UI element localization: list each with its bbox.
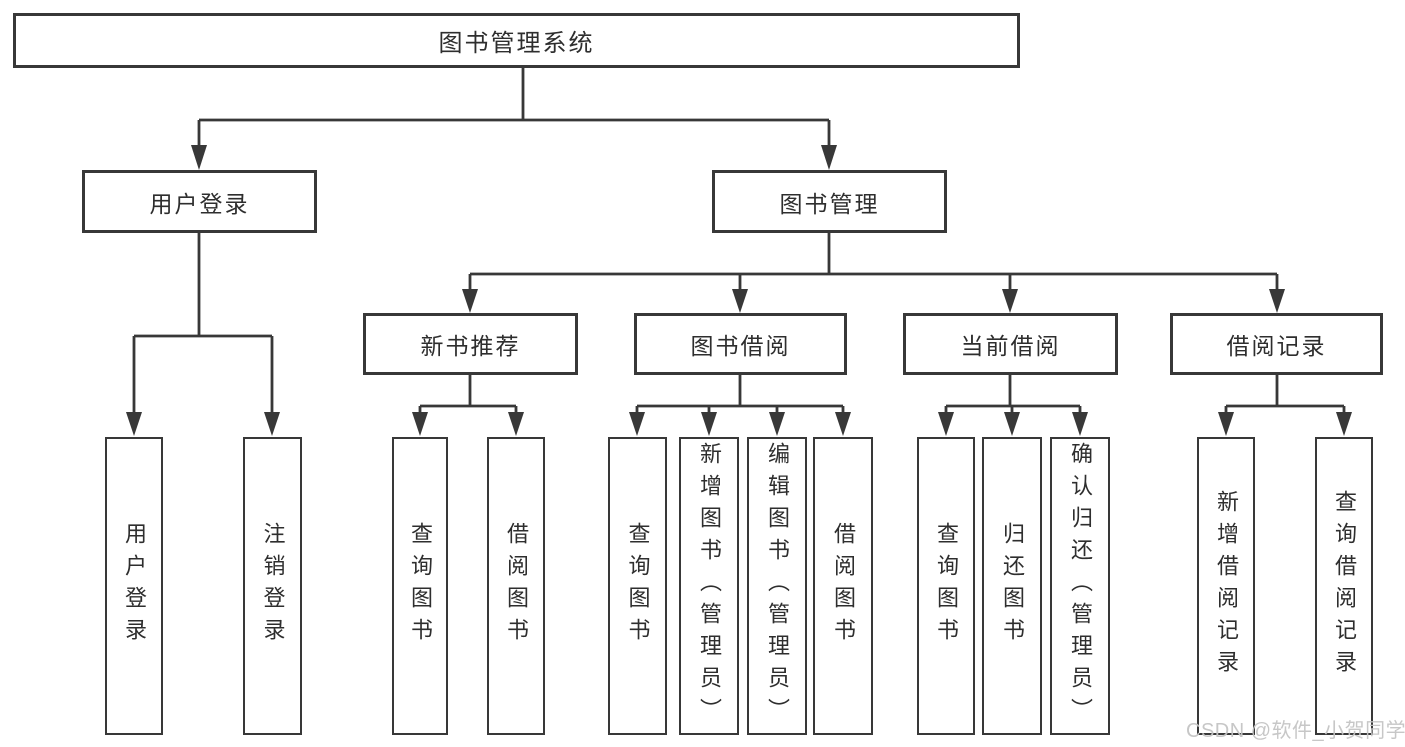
leaf-user-login: 用户登录 [105, 437, 163, 735]
leaf-recommend-borrow-books: 借阅图书 [487, 437, 545, 735]
node-current-borrow-label: 当前借阅 [960, 333, 1061, 359]
leaf-borrow-borrow-books: 借阅图书 [813, 437, 873, 735]
leaf-records-add-record: 新增借阅记录 [1197, 437, 1255, 735]
leaf-borrow-add-books-admin: 新增图书（管理员） [679, 437, 739, 735]
leaf-logout: 注销登录 [243, 437, 302, 735]
node-borrow-records-label: 借阅记录 [1226, 333, 1327, 359]
leaf-logout-label: 注销登录 [260, 522, 286, 650]
node-new-book-recommend: 新书推荐 [363, 313, 578, 375]
node-book-management-label: 图书管理 [779, 190, 880, 217]
leaf-records-query-record: 查询借阅记录 [1315, 437, 1373, 735]
leaf-borrow-query-books: 查询图书 [608, 437, 667, 735]
connector-book-management-to-level3 [462, 233, 1285, 313]
connector-book-borrow-to-leaves [629, 375, 851, 436]
node-current-borrow: 当前借阅 [903, 313, 1118, 375]
leaf-current-confirm-return-admin-label: 确认归还（管理员） [1068, 442, 1093, 730]
node-root: 图书管理系统 [13, 13, 1020, 68]
leaf-recommend-borrow-books-label: 借阅图书 [504, 522, 529, 650]
leaf-current-return-books-label: 归还图书 [1000, 522, 1025, 650]
node-root-label: 图书管理系统 [438, 30, 595, 57]
leaf-borrow-query-books-label: 查询图书 [625, 522, 651, 650]
connector-borrow-records-to-leaves [1218, 375, 1352, 436]
leaf-current-confirm-return-admin: 确认归还（管理员） [1050, 437, 1110, 735]
leaf-recommend-query-books: 查询图书 [392, 437, 448, 735]
leaf-user-login-label: 用户登录 [122, 522, 147, 650]
node-book-borrow: 图书借阅 [634, 313, 847, 375]
node-new-book-recommend-label: 新书推荐 [420, 333, 521, 359]
leaf-recommend-query-books-label: 查询图书 [408, 522, 433, 650]
leaf-current-query-books: 查询图书 [917, 437, 975, 735]
leaf-borrow-add-books-admin-label: 新增图书（管理员） [697, 442, 722, 730]
node-user-login: 用户登录 [82, 170, 317, 233]
leaf-records-query-record-label: 查询借阅记录 [1332, 490, 1357, 682]
connector-current-borrow-to-leaves [938, 375, 1088, 436]
watermark: CSDN @软件_小贺同学 [1186, 720, 1405, 742]
connector-new-book-recommend-to-leaves [412, 375, 524, 436]
leaf-records-add-record-label: 新增借阅记录 [1214, 490, 1239, 682]
connector-root-to-level2 [191, 68, 837, 170]
node-book-borrow-label: 图书借阅 [690, 333, 791, 359]
leaf-borrow-borrow-books-label: 借阅图书 [831, 522, 856, 650]
node-borrow-records: 借阅记录 [1170, 313, 1383, 375]
leaf-borrow-edit-books-admin: 编辑图书（管理员） [747, 437, 807, 735]
node-book-management: 图书管理 [712, 170, 947, 233]
leaf-current-query-books-label: 查询图书 [934, 522, 959, 650]
node-user-login-label: 用户登录 [149, 190, 250, 217]
leaf-borrow-edit-books-admin-label: 编辑图书（管理员） [765, 442, 790, 730]
connector-user-login-to-leaves [126, 233, 280, 436]
leaf-current-return-books: 归还图书 [982, 437, 1042, 735]
